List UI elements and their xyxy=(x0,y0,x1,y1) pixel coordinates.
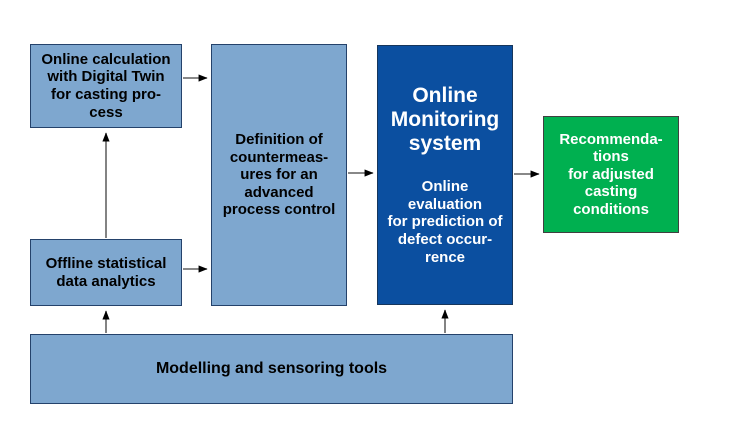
modelling-label: Modelling and sensoring tools xyxy=(155,359,388,377)
online-calculation-label: Online calculation with Digital Twin for… xyxy=(41,50,171,121)
box-modelling-sensoring-tools: Modelling and sensoring tools xyxy=(30,334,513,404)
box-online-calculation: Online calculation with Digital Twin for… xyxy=(30,44,182,128)
box-online-monitoring-system: Online Monitoring system Online evaluati… xyxy=(377,45,513,305)
recommendations-label: Recommenda- tions for adjusted casting c… xyxy=(559,130,663,218)
box-recommendations: Recommenda- tions for adjusted casting c… xyxy=(543,116,679,233)
monitoring-title: Online Monitoring system xyxy=(390,83,500,156)
box-offline-statistical: Offline statistical data analytics xyxy=(30,239,182,306)
offline-statistical-label: Offline statistical data analytics xyxy=(45,254,167,290)
countermeasures-label: Definition of countermeas- ures for an a… xyxy=(222,131,336,219)
box-countermeasures: Definition of countermeas- ures for an a… xyxy=(211,44,347,306)
monitoring-subtitle: Online evaluation for prediction of defe… xyxy=(387,178,503,266)
